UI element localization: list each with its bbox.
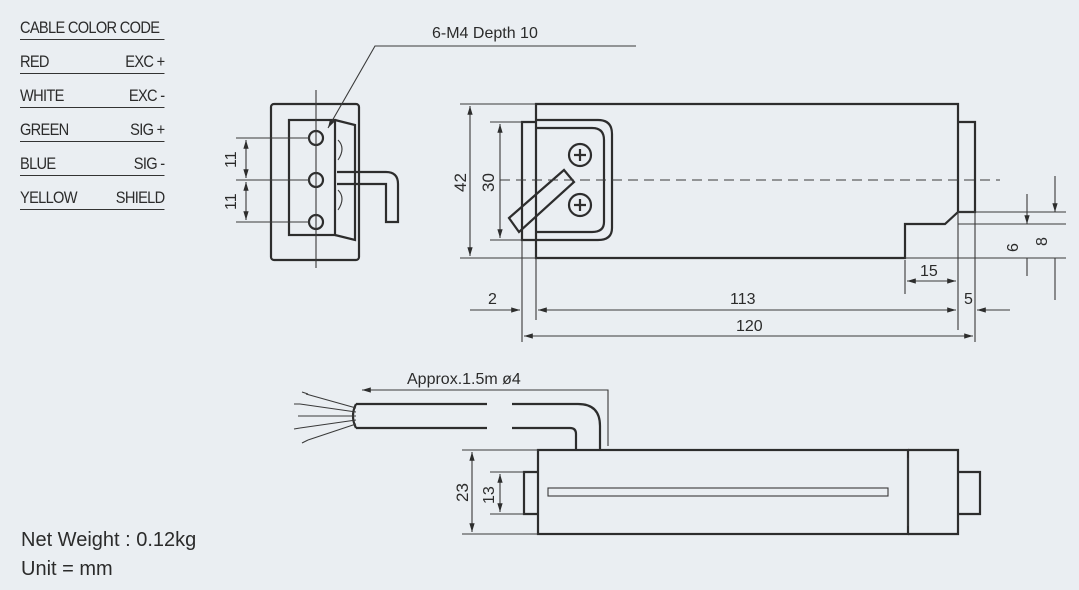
- legend-signal: SHIELD: [115, 188, 165, 207]
- length-total-label: 120: [736, 318, 763, 335]
- bottom-view-body: [536, 448, 910, 536]
- bottom-view-left-tab: [522, 470, 538, 516]
- cable-wires: [299, 393, 357, 441]
- bottom-view: Approx.1.5m ø4 23 13: [293, 371, 982, 536]
- end-view-screw-heads: [337, 139, 343, 211]
- offset-right-label: 5: [964, 291, 973, 308]
- front-view-cable: [507, 168, 576, 234]
- drawing-notes: Net Weight : 0.12kg Unit = mm: [21, 526, 196, 584]
- hole-spec-label: 6-M4 Depth 10: [432, 25, 538, 42]
- unit-note: Unit = mm: [21, 558, 113, 580]
- legend-color: YELLOW: [20, 188, 78, 207]
- cable-clamp-outer: [536, 118, 614, 242]
- legend-row-yellow: YELLOW SHIELD: [20, 186, 165, 210]
- step-length-label: 15: [920, 263, 938, 280]
- legend-signal: SIG -: [133, 154, 165, 173]
- bottom-view-slot: [547, 487, 889, 497]
- legend-title: CABLE COLOR CODE: [20, 18, 165, 40]
- legend-signal: EXC -: [128, 86, 165, 105]
- legend-row-white: WHITE EXC -: [20, 84, 165, 108]
- height-inner-label: 30: [479, 173, 498, 192]
- bottom-view-right-block: [908, 448, 960, 536]
- height-total-label: 42: [451, 173, 470, 192]
- legend-signal: EXC +: [125, 52, 165, 71]
- legend-color: BLUE: [20, 154, 56, 173]
- end-view-outline: [269, 102, 361, 262]
- legend-color: RED: [20, 52, 49, 71]
- hole-pitch-label-1: 11: [223, 151, 240, 168]
- net-weight-note: Net Weight : 0.12kg: [21, 529, 197, 551]
- end-view-pocket: [287, 118, 337, 237]
- cable-segment-right: [512, 402, 602, 450]
- clamp-screw-top: [567, 142, 593, 168]
- front-view: 42 30 6 8 15 2: [451, 102, 1066, 342]
- end-view-cable-exit: [337, 170, 400, 224]
- legend-color: GREEN: [20, 120, 69, 139]
- cable-segment-left: [356, 402, 487, 430]
- cable-clamp-inner: [536, 126, 606, 234]
- length-inner-label: 113: [730, 291, 756, 308]
- hole-pitch-label-2: 11: [223, 193, 240, 210]
- screw-cross-icon: [574, 149, 586, 161]
- step-height-label-b: 8: [1034, 237, 1051, 246]
- legend-row-red: RED EXC +: [20, 50, 165, 74]
- cable-callout-leader: [362, 387, 609, 446]
- legend-color: WHITE: [20, 86, 64, 105]
- screw-cross-icon: [574, 199, 586, 211]
- wire-ends: [293, 391, 309, 444]
- front-view-right-step: [958, 120, 977, 214]
- bottom-view-right-tab: [958, 470, 982, 516]
- offset-left-label: 2: [488, 291, 497, 308]
- end-view-flange: [334, 118, 357, 242]
- cable-spec-label: Approx.1.5m ø4: [407, 371, 521, 388]
- legend-row-blue: BLUE SIG -: [20, 152, 165, 176]
- thickness-total-label: 23: [453, 483, 472, 502]
- legend-row-green: GREEN SIG +: [20, 118, 165, 142]
- hole-callout-leader: [327, 45, 636, 129]
- legend-signal: SIG +: [130, 120, 165, 139]
- cable-color-legend: CABLE COLOR CODE RED EXC + WHITE EXC - G…: [20, 18, 165, 220]
- clamp-screw-bottom: [567, 192, 593, 218]
- step-height-label-a: 6: [1005, 243, 1022, 252]
- end-view: 11 11 6-M4 Depth 10: [223, 25, 636, 268]
- front-view-left-step: [520, 120, 536, 242]
- thickness-inner-label: 13: [481, 486, 498, 504]
- front-view-body: [534, 102, 960, 260]
